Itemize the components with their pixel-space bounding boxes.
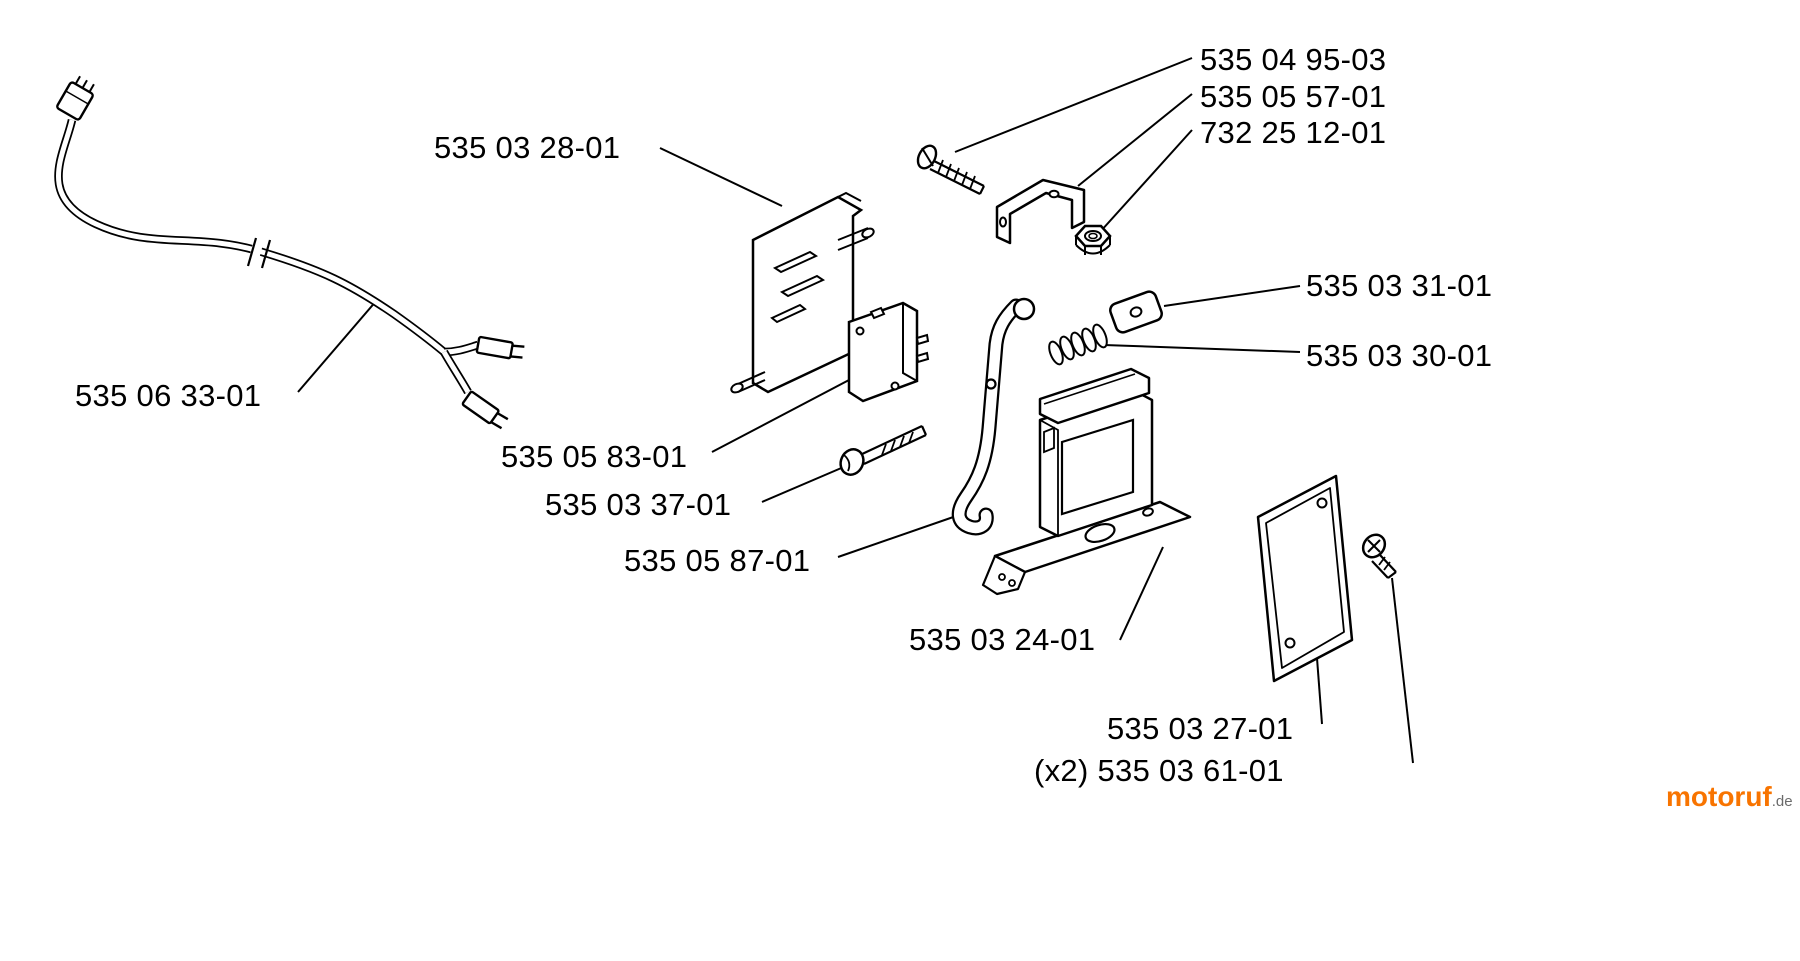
- retainer-plate-drawing: [1109, 290, 1163, 334]
- screw-drawing: [916, 144, 985, 195]
- part-label-535-03-31-01: 535 03 31-01: [1306, 268, 1493, 303]
- lever-drawing: [951, 297, 1036, 536]
- part-label-535-03-28-01: 535 03 28-01: [434, 130, 621, 165]
- housing-drawing: [981, 367, 1192, 596]
- watermark-brand: motoruf: [1666, 781, 1772, 812]
- spade-terminal-lower: [461, 390, 509, 430]
- spade-terminal-upper: [475, 335, 525, 360]
- part-label-535-06-33-01: 535 06 33-01: [75, 378, 262, 413]
- part-label-535-05-87-01: 535 05 87-01: [624, 543, 811, 578]
- part-label-732-25-12-01: 732 25 12-01: [1200, 115, 1387, 150]
- spring-drawing: [1048, 323, 1108, 366]
- part-label-535-04-95-03: 535 04 95-03: [1200, 42, 1387, 77]
- part-label-535-03-30-01: 535 03 30-01: [1306, 338, 1493, 373]
- nut-drawing: [1074, 224, 1112, 255]
- bracket-drawing: [995, 178, 1086, 245]
- part-label-535-03-37-01: 535 03 37-01: [545, 487, 732, 522]
- watermark-tld: .de: [1771, 793, 1793, 810]
- leader-lines: [297, 57, 1414, 764]
- micro-switch-drawing: [847, 301, 930, 403]
- cover-screw-drawing: [1361, 533, 1397, 579]
- bolt-drawing: [839, 425, 928, 476]
- cable-drawing: [54, 75, 525, 430]
- part-label-535-03-24-01: 535 03 24-01: [909, 622, 1096, 657]
- part-label-535-03-27-01: 535 03 27-01: [1107, 711, 1294, 746]
- watermark: motoruf.de: [1666, 781, 1793, 813]
- cable-plug-connector: [56, 75, 95, 121]
- cover-plate-drawing: [1256, 474, 1354, 683]
- part-label-535-03-61-01: (x2) 535 03 61-01: [1034, 753, 1284, 788]
- part-label-535-05-83-01: 535 05 83-01: [501, 439, 688, 474]
- mounting-plate-drawing: [730, 191, 875, 394]
- part-label-535-05-57-01: 535 05 57-01: [1200, 79, 1387, 114]
